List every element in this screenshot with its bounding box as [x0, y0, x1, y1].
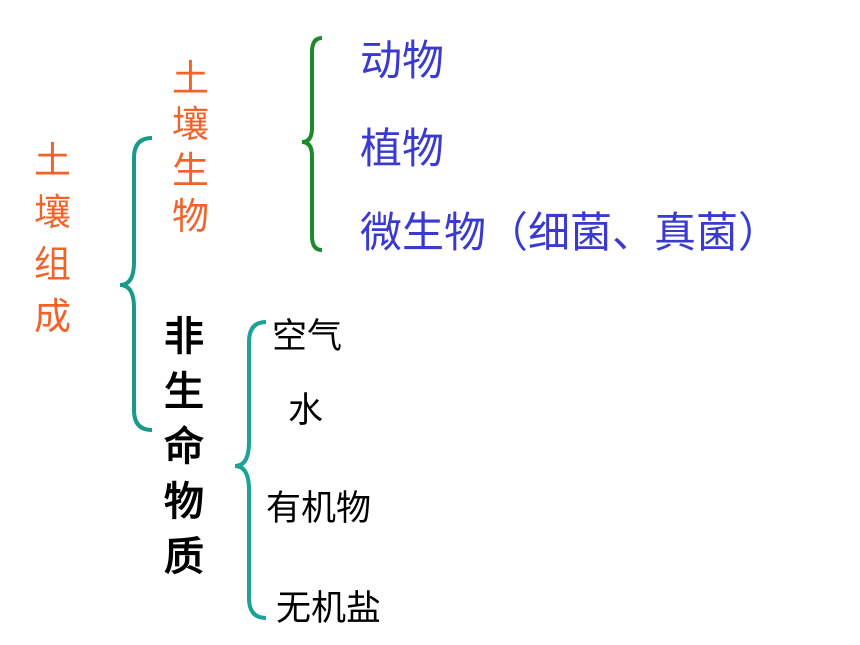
nonliving-item-organic: 有机物	[266, 489, 372, 529]
bio-char: 土	[172, 57, 209, 100]
soil-composition-label: 土 壤 组 成	[34, 135, 71, 343]
nonliving-char: 质	[164, 534, 204, 580]
nonliving-item-inorganic-salts: 无机盐	[276, 589, 382, 629]
nonliving-char: 生	[164, 369, 204, 415]
organism-item-microbes: 微生物（细菌、真菌）	[360, 208, 781, 257]
soil-organisms-label: 土 壤 生 物	[172, 56, 209, 240]
bio-char: 生	[172, 149, 209, 192]
root-char: 壤	[34, 191, 71, 234]
bio-char: 物	[172, 195, 209, 238]
root-brace	[119, 136, 153, 432]
root-char: 成	[34, 295, 71, 338]
nonliving-brace	[234, 320, 267, 620]
nonliving-char: 非	[164, 314, 204, 360]
organism-brace	[301, 36, 323, 252]
organism-item-plants: 植物	[360, 124, 445, 173]
nonliving-matter-label: 非 生 命 物 质	[164, 310, 204, 585]
nonliving-item-water: 水	[288, 391, 324, 431]
nonliving-item-air: 空气	[272, 317, 343, 357]
nonliving-char: 命	[164, 424, 204, 470]
nonliving-char: 物	[164, 479, 204, 525]
organism-item-animals: 动物	[360, 36, 445, 85]
bio-char: 壤	[172, 103, 209, 146]
root-char: 组	[34, 243, 71, 286]
root-char: 土	[34, 139, 71, 182]
